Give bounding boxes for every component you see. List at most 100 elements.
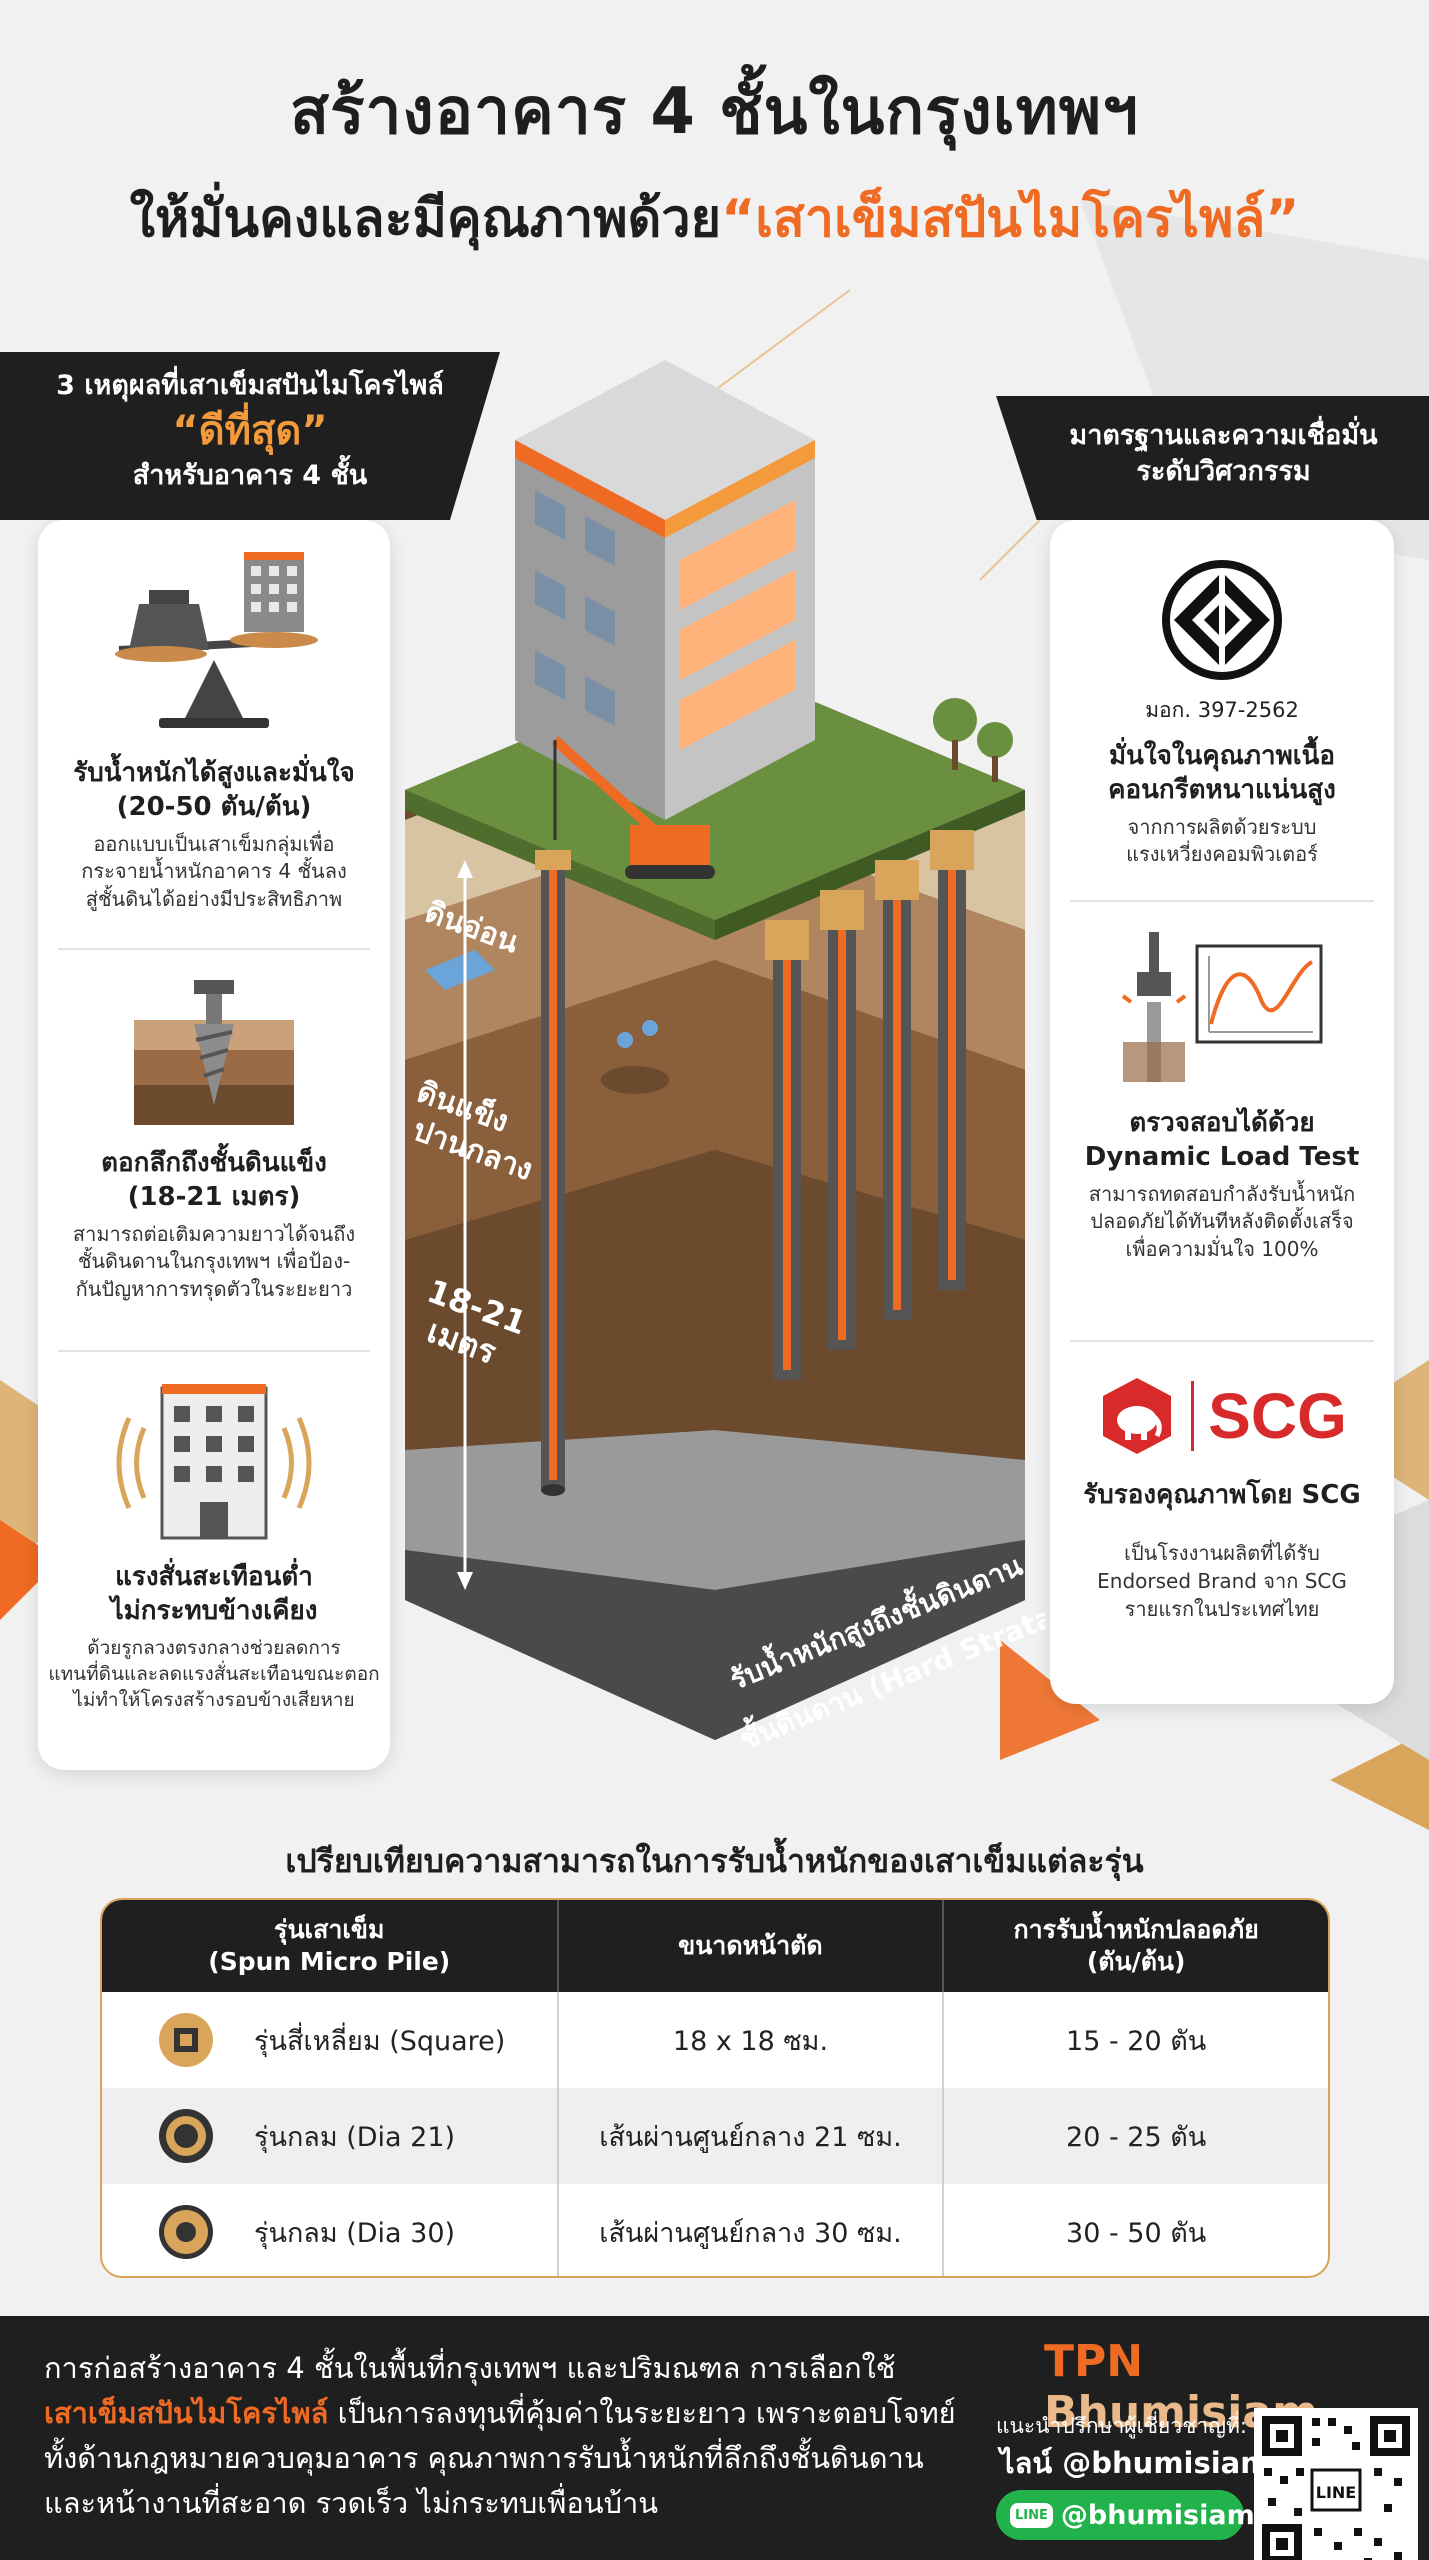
divider <box>1070 900 1374 902</box>
left-banner: 3 เหตุผลที่เสาเข็มสปันไมโครไพล์ “ดีที่สุ… <box>0 352 500 520</box>
table-header-size: ขนาดหน้าตัด <box>559 1900 945 1992</box>
scg-logo-icon <box>1103 1378 1172 1454</box>
row-size: เส้นผ่านศูนย์กลาง 21 ซม. <box>599 2121 902 2153</box>
header-load-line2: (ตัน/ต้น) <box>1086 1947 1186 1976</box>
standard-desc-3-line1: เป็นโรงงานผลิตที่ได้รับ <box>1124 1541 1320 1566</box>
footer-line3: ทั้งด้านกฎหมายควบคุมอาคาร คุณภาพการรับน้… <box>44 2440 924 2475</box>
standard-desc-1-line1: จากการผลิตด้วยระบบ <box>1127 814 1317 839</box>
footer: การก่อสร้างอาคาร 4 ชั้นในพื้นที่กรุงเทพฯ… <box>0 2316 1429 2560</box>
standard-item-scg: SCG รับรองคุณภาพโดย SCG เป็นโรงงานผลิตที… <box>1050 1376 1394 1623</box>
standard-desc-3: เป็นโรงงานผลิตที่ได้รับ Endorsed Brand จ… <box>1050 1540 1394 1623</box>
building-soil-illustration: ดินอ่อน ดินแข็ง ปานกลาง 18-21 เมตร รับน้… <box>405 360 1045 1756</box>
drill-soil-icon <box>134 980 294 1125</box>
qr-line-label: LINE <box>1316 2483 1356 2502</box>
tis-code: มอก. 397-2562 <box>1145 698 1299 722</box>
left-banner-line1: 3 เหตุผลที่เสาเข็มสปันไมโครไพล์ <box>56 370 444 401</box>
reason-title-1b: (20-50 ตัน/ต้น) <box>116 792 312 823</box>
crane <box>551 736 715 879</box>
standard-desc-2-line1: สามารถทดสอบกำลังรับน้ำหนัก <box>1088 1181 1356 1206</box>
standards-card: มอก. 397-2562 มั่นใจในคุณภาพเนื้อ คอนกรี… <box>1050 520 1394 1704</box>
right-banner-line1: มาตรฐานและความเชื่อมั่น <box>1069 420 1378 451</box>
standard-desc-2-line3: เพื่อความมั่นใจ 100% <box>1125 1236 1319 1261</box>
standard-desc-2: สามารถทดสอบกำลังรับน้ำหนัก ปลอดภัยได้ทัน… <box>1050 1181 1394 1264</box>
line-add-button[interactable]: LINE @bhumisiam <box>996 2490 1255 2540</box>
left-banner-highlight: “ดีที่สุด” <box>172 408 328 455</box>
row-model: รุ่นสี่เหลี่ยม (Square) <box>254 2025 506 2057</box>
row-load: 20 - 25 ตัน <box>1066 2121 1207 2153</box>
footer-summary: การก่อสร้างอาคาร 4 ชั้นในพื้นที่กรุงเทพฯ… <box>44 2346 984 2526</box>
row-size: เส้นผ่านศูนย์กลาง 30 ซม. <box>599 2217 902 2249</box>
standard-desc-1-line2: แรงเหวี่ยงคอมพิวเตอร์ <box>1126 842 1318 867</box>
table-header-model: รุ่นเสาเข็ม (Spun Micro Pile) <box>102 1900 559 1992</box>
row-load: 30 - 50 ตัน <box>1066 2217 1207 2249</box>
table-row: รุ่นกลม (Dia 21) เส้นผ่านศูนย์กลาง 21 ซม… <box>102 2088 1328 2184</box>
reason-title-1: รับน้ำหนักได้สูงและมั่นใจ <box>73 758 355 788</box>
row-size: 18 x 18 ซม. <box>672 2025 829 2057</box>
row-load: 15 - 20 ตัน <box>1066 2025 1207 2057</box>
line-badge-id: @bhumisiam <box>1060 2499 1255 2531</box>
row-model: รุ่นกลม (Dia 21) <box>254 2121 456 2153</box>
header-size-line1: ขนาดหน้าตัด <box>678 1930 823 1960</box>
reason-title-2b: (18-21 เมตร) <box>127 1182 301 1213</box>
standard-title-1b: คอนกรีตหนาแน่นสูง <box>1108 775 1336 806</box>
divider <box>58 1350 370 1352</box>
page-title: สร้างอาคาร 4 ชั้นในกรุงเทพฯ <box>290 75 1139 149</box>
header: สร้างอาคาร 4 ชั้นในกรุงเทพฯ ให้มั่นคงและ… <box>0 60 1429 259</box>
header-model-line1: รุ่นเสาเข็ม <box>274 1914 385 1944</box>
reason-item-vibration: แรงสั่นสะเทือนต่ำ ไม่กระทบข้างเคียง ด้วย… <box>38 1378 390 1713</box>
reason-desc-3-line3: ไม่ทำให้โครงสร้างรอบข้างเสียหาย <box>73 1689 355 1712</box>
standard-desc-2-line2: ปลอดภัยได้ทันทีหลังติดตั้งเสร็จ <box>1090 1209 1354 1234</box>
line-id-label[interactable]: ไลน์ @bhumisiam <box>1000 2446 1271 2480</box>
table-header-load: การรับน้ำหนักปลอดภัย (ตัน/ต้น) <box>944 1900 1328 1992</box>
reason-desc-2: สามารถต่อเติมความยาวได้จนถึง ชั้นดินดานใ… <box>38 1221 390 1304</box>
table-header: รุ่นเสาเข็ม (Spun Micro Pile) ขนาดหน้าตั… <box>102 1900 1328 1992</box>
standard-item-tis: มอก. 397-2562 มั่นใจในคุณภาพเนื้อ คอนกรี… <box>1050 558 1394 869</box>
scg-brand-text: SCG <box>1208 1380 1347 1452</box>
square-pile-icon <box>159 2013 213 2067</box>
tis-standard-logo-icon <box>1162 560 1282 680</box>
standard-item-load-test: ตรวจสอบได้ด้วย Dynamic Load Test สามารถท… <box>1050 932 1394 1263</box>
standard-title-2b: Dynamic Load Test <box>1084 1142 1360 1173</box>
qr-code-icon[interactable]: LINE <box>1254 2408 1418 2560</box>
low-vibration-building-icon <box>116 1384 312 1540</box>
round-pile-icon <box>159 2205 213 2259</box>
dynamic-load-test-icon <box>1121 932 1323 1082</box>
round-pile-icon <box>159 2109 213 2163</box>
subtitle-accent: “เสาเข็มสปันไมโครไพล์” <box>721 189 1300 249</box>
header-model-line2: (Spun Micro Pile) <box>208 1947 451 1976</box>
row-model: รุ่นกลม (Dia 30) <box>254 2217 456 2249</box>
footer-line2: เสาเข็มสปันไมโครไพล์ เป็นการลงทุนที่คุ้ม… <box>44 2391 984 2436</box>
right-banner: มาตรฐานและความเชื่อมั่น ระดับวิศวกรรม <box>996 396 1429 520</box>
reason-desc-1-line2: กระจายน้ำหนักอาคาร 4 ชั้นลง <box>81 859 347 884</box>
footer-line1: การก่อสร้างอาคาร 4 ชั้นในพื้นที่กรุงเทพฯ… <box>44 2351 896 2385</box>
reason-desc-1-line1: ออกแบบเป็นเสาเข็มกลุ่มเพื่อ <box>93 831 335 856</box>
reason-desc-1: ออกแบบเป็นเสาเข็มกลุ่มเพื่อ กระจายน้ำหนั… <box>38 831 390 914</box>
standard-desc-1: จากการผลิตด้วยระบบ แรงเหวี่ยงคอมพิวเตอร์ <box>1050 814 1394 869</box>
reason-desc-2-line2: ชั้นดินดานในกรุงเทพฯ เพื่อป้อง- <box>77 1249 351 1274</box>
reason-item-load: รับน้ำหนักได้สูงและมั่นใจ (20-50 ตัน/ต้น… <box>38 550 390 913</box>
comparison-table: รุ่นเสาเข็ม (Spun Micro Pile) ขนาดหน้าตั… <box>100 1898 1330 2278</box>
reason-title-3b: ไม่กระทบข้างเคียง <box>110 1596 318 1627</box>
reason-desc-3: ด้วยรูกลวงตรงกลางช่วยลดการ แทนที่ดินและล… <box>38 1635 390 1714</box>
standard-desc-3-line3: รายแรกในประเทศไทย <box>1124 1596 1320 1621</box>
header-load-line1: การรับน้ำหนักปลอดภัย <box>1013 1914 1259 1944</box>
scale-building-icon <box>115 552 318 728</box>
standard-title-2: ตรวจสอบได้ด้วย <box>1129 1108 1315 1138</box>
reason-desc-3-line1: ด้วยรูกลวงตรงกลางช่วยลดการ <box>87 1636 341 1659</box>
reason-title-2: ตอกลึกถึงชั้นดินแข็ง <box>101 1148 327 1178</box>
footer-accent: เสาเข็มสปันไมโครไพล์ <box>44 2395 329 2430</box>
reason-desc-2-line3: กันปัญหาการทรุดตัวในระยะยาว <box>75 1276 353 1301</box>
standard-desc-3-line2: Endorsed Brand จาก SCG <box>1097 1568 1347 1593</box>
scg-divider <box>1191 1381 1195 1451</box>
comparison-table-title: เปรียบเทียบความสามารถในการรับน้ำหนักของเ… <box>285 1842 1144 1880</box>
right-banner-line2: ระดับวิศวกรรม <box>1136 456 1311 488</box>
divider <box>1070 1340 1374 1342</box>
scg-logo: SCG <box>1050 1376 1394 1456</box>
table-row: รุ่นกลม (Dia 30) เส้นผ่านศูนย์กลาง 30 ซม… <box>102 2184 1328 2276</box>
divider <box>58 948 370 950</box>
reason-desc-3-line2: แทนที่ดินและลดแรงสั่นสะเทือนขณะตอก <box>48 1662 380 1685</box>
page-subtitle: ให้มั่นคงและมีคุณภาพด้วย“เสาเข็มสปันไมโค… <box>0 176 1429 259</box>
reason-desc-2-line1: สามารถต่อเติมความยาวได้จนถึง <box>72 1221 356 1246</box>
brand-part1: TPN <box>1044 2336 1144 2387</box>
left-banner-line3: สำหรับอาคาร 4 ชั้น <box>132 460 368 492</box>
